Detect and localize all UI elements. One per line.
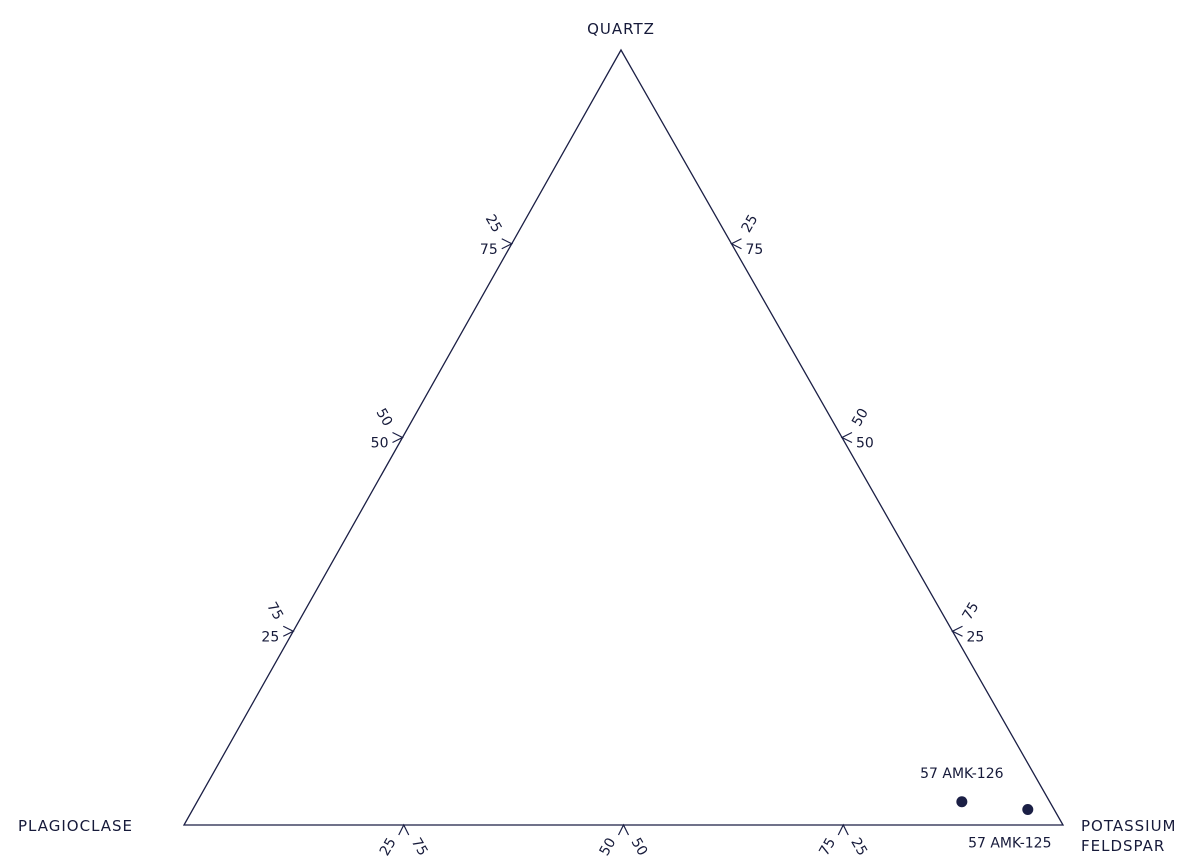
- data-point: [1022, 804, 1034, 815]
- tick-label: 75: [960, 600, 983, 623]
- vertex-label-feldspar: FELDSPAR: [1081, 837, 1165, 855]
- ternary-triangle: [182, 48, 1065, 826]
- tick-label: 75: [816, 835, 839, 858]
- tick-mark: [951, 625, 963, 637]
- tick-mark: [501, 238, 514, 250]
- data-points: 57 AMK-126 57 AMK-125: [920, 766, 1051, 852]
- data-point: [956, 796, 968, 808]
- tick-label: 25: [482, 212, 505, 235]
- tick-label: 25: [377, 835, 400, 858]
- tick-label: 50: [849, 406, 872, 429]
- tick-mark: [730, 238, 742, 250]
- tick-label: 75: [263, 600, 286, 623]
- vertex-label-quartz: QUARTZ: [587, 20, 655, 38]
- tick-label: 50: [371, 436, 389, 452]
- tick-mark: [617, 823, 630, 836]
- point-label: 57 AMK-126: [920, 766, 1003, 782]
- tick-label: 25: [847, 835, 870, 858]
- tick-label: 50: [628, 835, 651, 858]
- tick-mark: [398, 823, 410, 836]
- tick-mark: [840, 431, 853, 444]
- tick-mark: [837, 823, 849, 836]
- tick-label: 50: [856, 436, 874, 452]
- tick-label: 75: [480, 242, 498, 258]
- point-label: 57 AMK-125: [968, 836, 1051, 852]
- tick-marks: 75 25 50 50 25 75 75 25 50 50 25 75 25 75 50 50 75 25: [261, 212, 984, 859]
- tick-label: 50: [373, 406, 396, 429]
- tick-label: 25: [967, 629, 985, 645]
- tick-label: 50: [597, 835, 620, 858]
- vertex-label-plagioclase: PLAGIOCLASE: [18, 817, 133, 835]
- tick-mark: [392, 431, 404, 444]
- vertex-label-potassium: POTASSIUM: [1081, 817, 1177, 835]
- tick-label: 25: [261, 629, 279, 645]
- tick-mark: [282, 625, 295, 637]
- tick-label: 75: [408, 835, 431, 858]
- tick-label: 75: [746, 242, 764, 258]
- tick-label: 25: [739, 212, 762, 235]
